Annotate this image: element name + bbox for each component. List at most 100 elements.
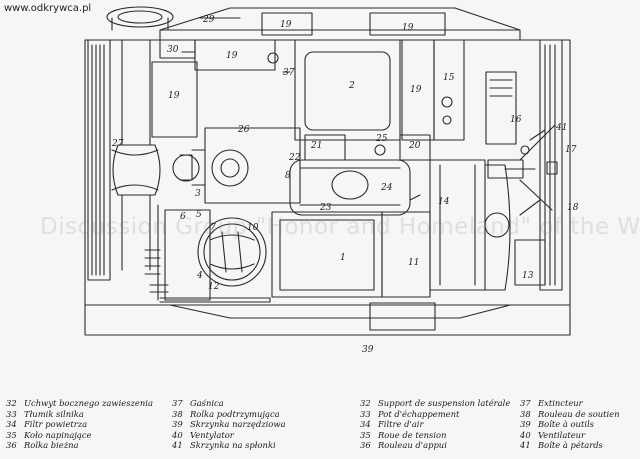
callout-11: 11: [408, 258, 419, 268]
legend-number: 33: [6, 408, 17, 419]
legend-number: 36: [6, 440, 17, 451]
legend-text: Support de suspension latérale: [378, 398, 511, 408]
gearbox-26: [204, 127, 301, 204]
box-19-left: [151, 61, 198, 138]
legend-text: Boîte à pétards: [538, 440, 603, 451]
legend-item: 36 Rouleau d'appui: [360, 440, 510, 451]
legend-french-1: 32 Support de suspension latérale 33 Pot d'…: [360, 398, 510, 451]
top-armor: [159, 7, 521, 41]
callout-22: 22: [288, 153, 301, 163]
callout-5: 5: [196, 210, 202, 220]
callout-26: 26: [237, 125, 250, 135]
engine-deck-2: [294, 39, 401, 141]
legend-text: Uchwyt bocznego zawieszenia: [24, 398, 153, 408]
legend-item: 41 Boîte à pétards: [520, 440, 620, 451]
callout-20: 20: [408, 141, 421, 151]
callout-4: 4: [196, 271, 203, 281]
callout-25: 25: [375, 134, 388, 144]
legend-text: Skrzynka na spłonki: [190, 440, 276, 451]
legend-text: Filtre d'air: [378, 419, 424, 430]
legend-text: Rolka bieżna: [24, 440, 79, 451]
legend-number: 37: [172, 398, 183, 408]
left-track-frame: [87, 39, 111, 281]
fuel-tank-23: [289, 159, 411, 216]
legend-text: Roue de tension: [378, 429, 447, 440]
tool-box-39: [369, 302, 436, 331]
right-track-frame: [539, 39, 563, 291]
site-watermark: www.odkrywca.pl: [4, 3, 92, 14]
box-7: [164, 209, 211, 301]
drive-shaft-27: [121, 39, 151, 146]
left-track-lines: [91, 44, 105, 276]
legend-item: 36 Rolka bieżna: [6, 440, 153, 451]
legend-number: 38: [520, 408, 531, 419]
legend-text: Ventilateur: [538, 429, 586, 440]
clutch-disc: [172, 154, 200, 182]
panel-15: [433, 39, 465, 141]
legend-item: 33 Tłumik silnika: [6, 409, 153, 420]
callout-14: 14: [438, 197, 450, 207]
legend-number: 37: [520, 398, 531, 408]
callout-13: 13: [522, 271, 534, 281]
legend-number: 36: [360, 440, 371, 451]
callout-19d: 19: [168, 91, 180, 101]
callout-19b: 19: [402, 23, 414, 33]
box-20: [399, 134, 431, 161]
legend-text: Rolka podtrzymująca: [190, 408, 280, 419]
bottom-armor: [84, 304, 571, 336]
callout-17: 17: [565, 145, 577, 155]
callout-8: 8: [285, 171, 291, 181]
callout-27: 27: [111, 139, 124, 149]
legend-item: 32 Support de suspension latérale: [360, 398, 510, 409]
box-21: [304, 134, 346, 161]
legend-item: 34 Filtre d'air: [360, 419, 510, 430]
rear-cylinder-18: [484, 164, 511, 291]
legend-number: 33: [360, 408, 371, 419]
callout-12: 12: [208, 282, 220, 292]
callout-1: 1: [340, 253, 346, 263]
legend-text: Tłumik silnika: [24, 408, 84, 419]
legend-number: 39: [172, 419, 183, 430]
legend-number: 41: [520, 440, 531, 451]
callout-29: 29: [202, 15, 215, 25]
legend-number: 34: [360, 419, 371, 430]
callout-19a: 19: [280, 20, 292, 30]
box-13: [514, 239, 546, 286]
side-box: [485, 71, 517, 145]
spindle-wheel-29: [106, 6, 174, 28]
callout-7: 7: [210, 223, 216, 233]
callout-19e: 19: [410, 85, 422, 95]
callout-41: 41: [555, 123, 567, 133]
box-19-top: [194, 39, 276, 71]
legend-item: 32 Uchwyt bocznego zawieszenia: [6, 398, 153, 409]
callout-3: 3: [195, 189, 201, 199]
legend-number: 32: [360, 398, 371, 408]
callout-labels: 29 19 19 30 19 37 2 19 19 15 16 41 17 27…: [111, 15, 579, 355]
legend-text: Ventylator: [190, 429, 234, 440]
springs: [144, 249, 169, 293]
fitting-25: [374, 144, 386, 156]
legend-number: 40: [172, 429, 183, 440]
base-plate-12: [159, 297, 271, 303]
legend-number: 32: [6, 398, 17, 408]
legend-item: 39 Skrzynka narzędziowa: [172, 419, 286, 430]
callout-21: 21: [310, 141, 322, 151]
legend-text: Rouleau d'appui: [378, 440, 447, 451]
callout-15: 15: [443, 73, 455, 83]
legend-text: Filtr powietrza: [24, 419, 88, 430]
legend-text: Pot d'échappement: [378, 408, 460, 419]
fan-10: [197, 217, 267, 287]
legend-text: Skrzynka narzędziowa: [190, 419, 286, 430]
legend-item: 40 Ventylator: [172, 430, 286, 441]
legend-text: Boîte à outils: [538, 419, 594, 430]
top-panel-left: [261, 12, 313, 36]
callout-37: 37: [283, 68, 295, 78]
